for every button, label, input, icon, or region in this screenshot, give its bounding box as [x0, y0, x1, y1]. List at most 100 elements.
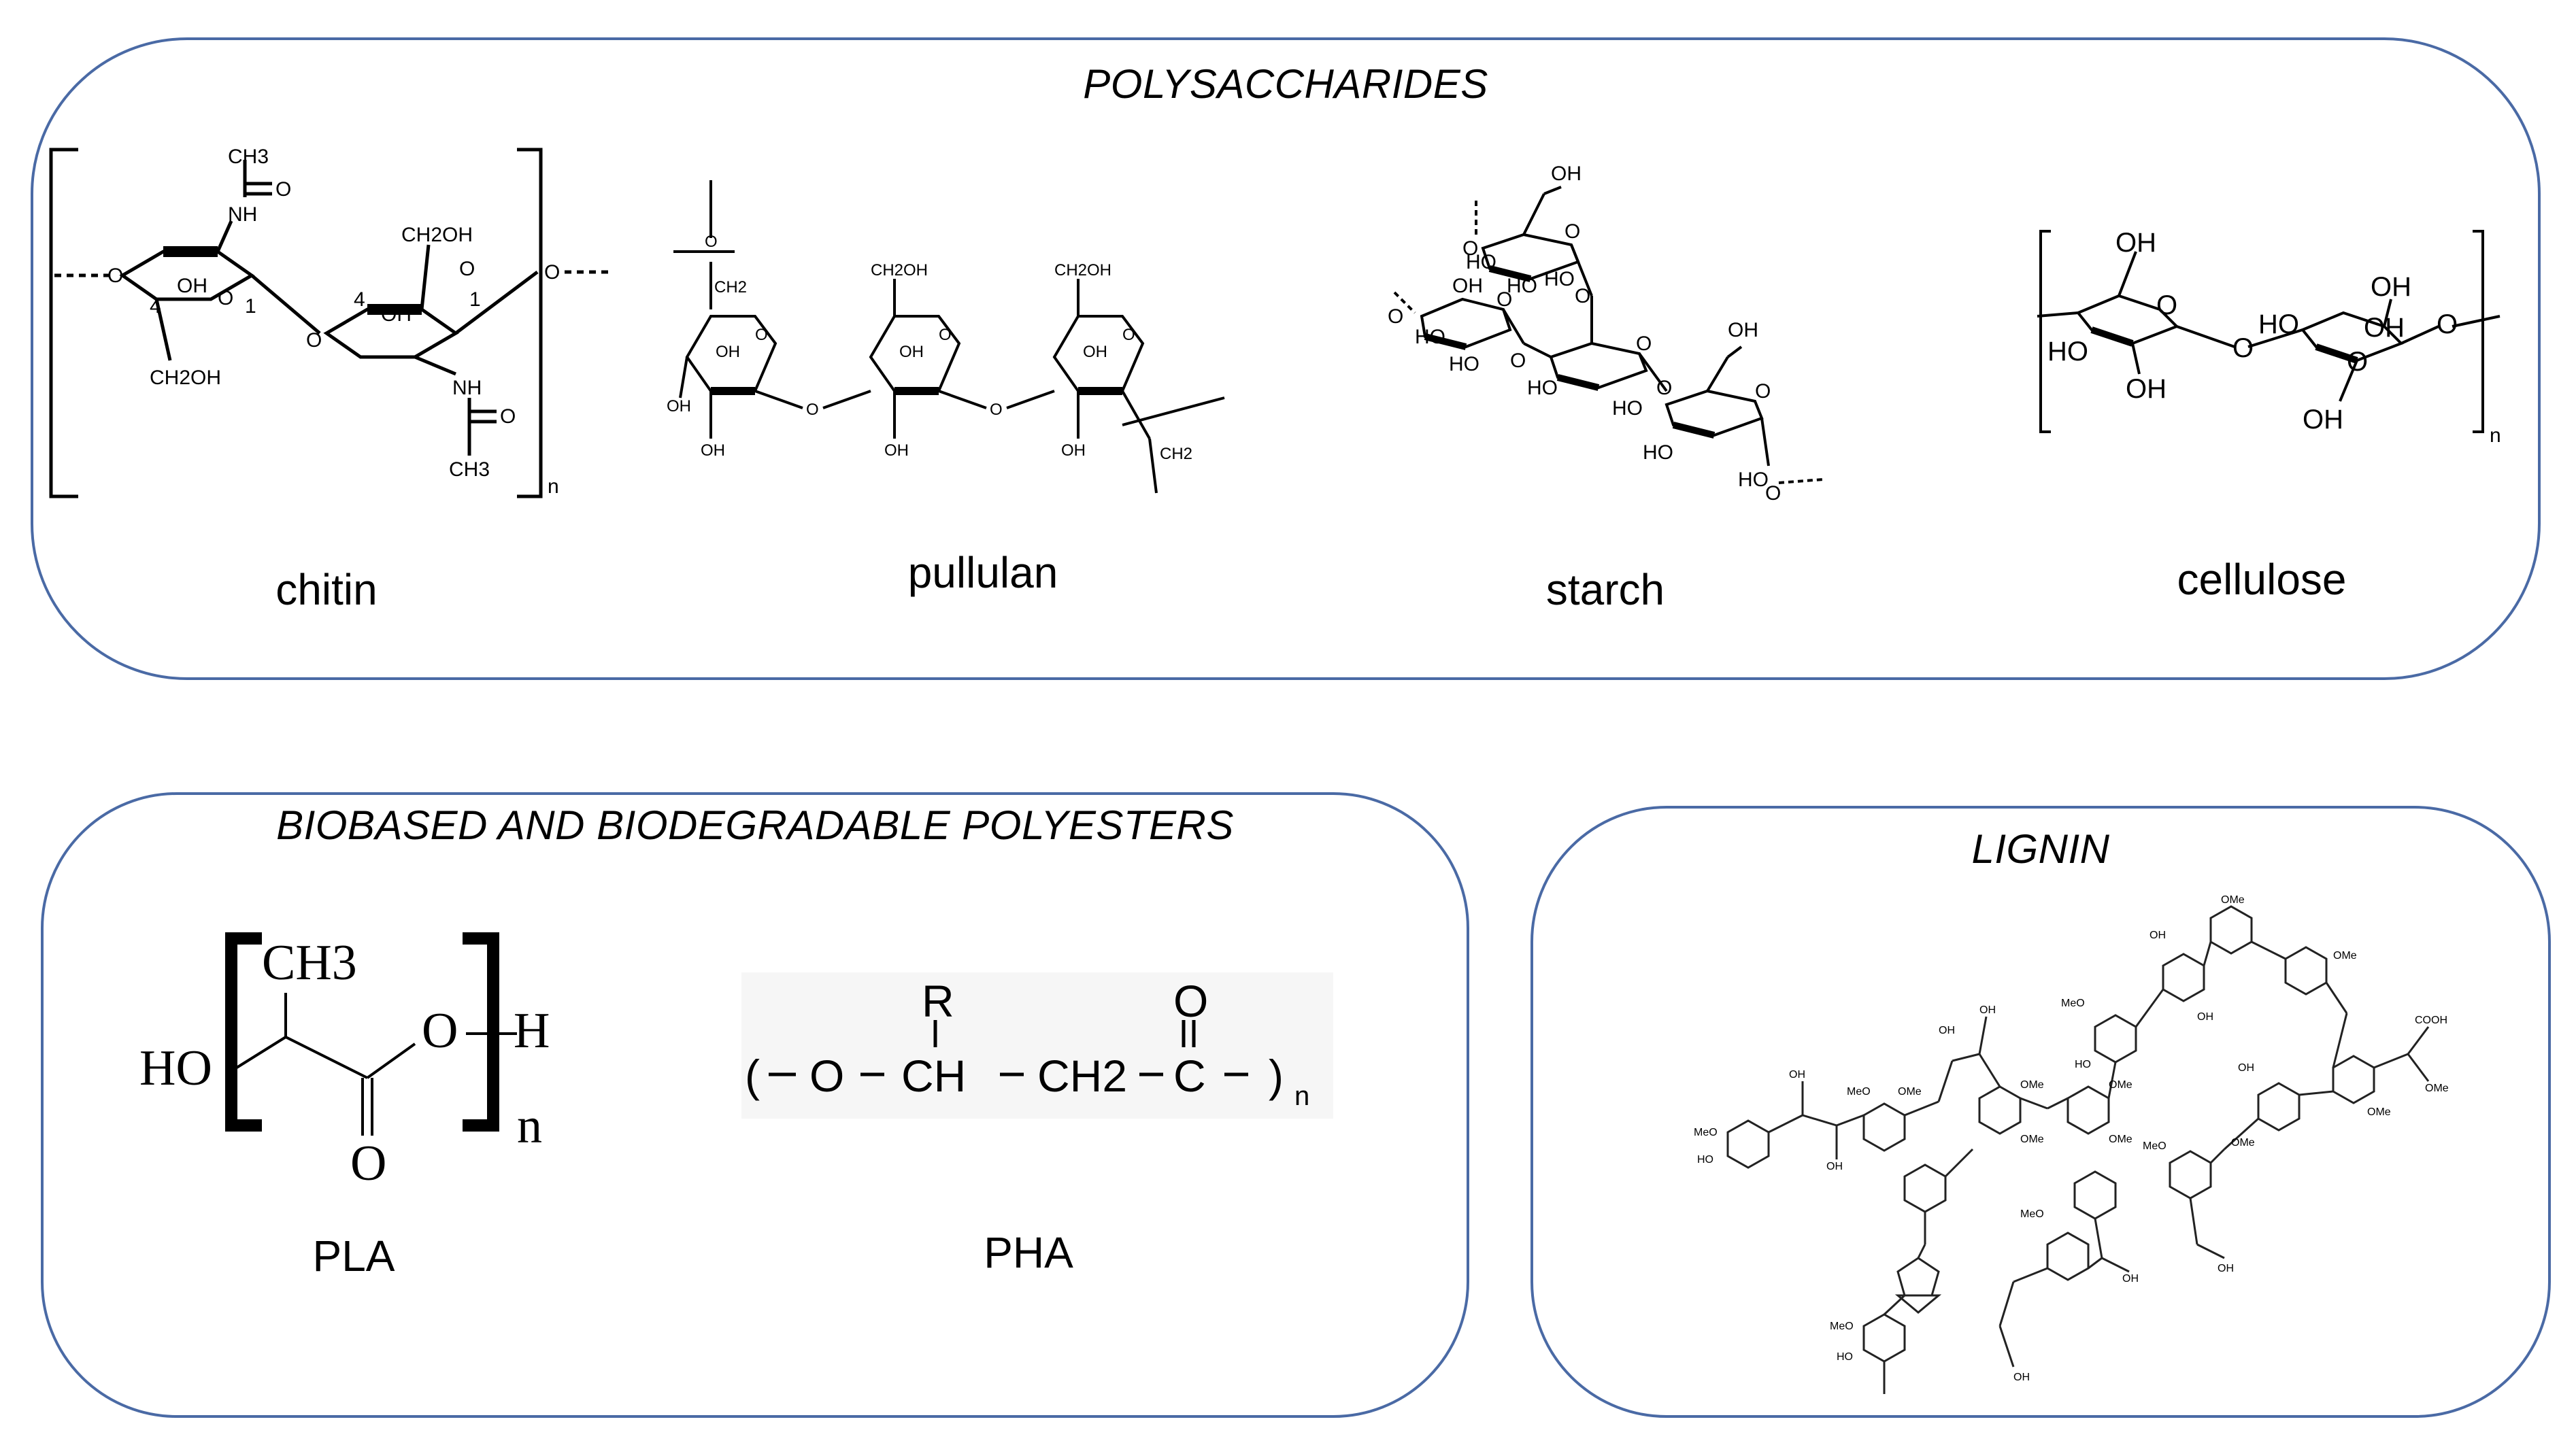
- lignin-ome-7: OMe: [2333, 950, 2357, 962]
- lignin-meo-3: MeO: [2061, 998, 2085, 1009]
- lignin-ome-10: OMe: [2231, 1137, 2255, 1149]
- chitin-c1-left: 1: [245, 295, 256, 318]
- pullulan-oh-1a: OH: [716, 343, 740, 361]
- chitin-c4-left: 4: [150, 295, 161, 318]
- pla-ch3: CH3: [262, 935, 357, 991]
- chitin-o-top: O: [275, 178, 291, 201]
- pullulan-o-ring2: O: [939, 326, 952, 344]
- lignin-oh-1: OH: [1789, 1069, 1805, 1081]
- starch-o-left: O: [1388, 305, 1403, 328]
- pha-ch2: CH2: [1037, 1051, 1127, 1101]
- starch-structure: OH O HO O HO HO O O OH O HO HO O O HO HO…: [1388, 163, 1824, 505]
- starch-o-4: O: [1656, 377, 1672, 399]
- lignin-oh-6: OH: [2197, 1011, 2213, 1023]
- pla-ho: HO: [139, 1040, 212, 1096]
- pullulan-ch2-bottom: CH2: [1160, 445, 1192, 463]
- cellulose-oh-5: OH: [2303, 405, 2343, 435]
- lignin-panel: LIGNIN: [1530, 806, 2551, 1418]
- starch-o-2: O: [1575, 285, 1590, 307]
- pha-o-carbonyl: O: [1173, 976, 1208, 1026]
- pha-paren-open: (: [745, 1051, 760, 1101]
- cellulose-oh-2: OH: [2126, 374, 2167, 404]
- chitin-o-ring2: O: [459, 258, 475, 280]
- lignin-ome-6: OMe: [2221, 894, 2245, 906]
- starch-ho-5: HO: [1449, 353, 1479, 375]
- lignin-structure: MeO HO OH OH MeO OMe OH OH OMe OMe OMe O…: [1694, 894, 2449, 1394]
- chitin-c1-right: 1: [469, 288, 481, 311]
- chitin-ch2oh-top: CH2OH: [401, 224, 473, 246]
- pullulan-o-link1: O: [806, 401, 819, 419]
- lignin-meo-4: MeO: [2143, 1140, 2167, 1152]
- lignin-oh-9: OH: [2122, 1273, 2139, 1285]
- pullulan-oh-2b: OH: [884, 441, 909, 460]
- chitin-o-link: O: [306, 329, 322, 352]
- pha-paren-close: ): [1269, 1051, 1284, 1101]
- pullulan-o-link2: O: [990, 401, 1003, 419]
- starch-ho-1: HO: [1466, 251, 1496, 273]
- lignin-ho-2: HO: [2075, 1059, 2091, 1070]
- pullulan-structure: O CH2 O OH OH OH O CH2OH O OH OH O CH2OH…: [667, 180, 1225, 494]
- pullulan-oh-3a: OH: [1083, 343, 1107, 361]
- chitin-o-left: O: [107, 265, 123, 287]
- starch-ho-4: HO: [1415, 326, 1445, 348]
- cellulose-oh-1: OH: [2115, 228, 2156, 258]
- pullulan-o-ring3: O: [1122, 326, 1135, 344]
- pha-structure: ( O R CH CH2 O C ) n: [741, 972, 1333, 1119]
- cellulose-o-link: O: [2232, 333, 2254, 363]
- starch-ho-7: HO: [1612, 397, 1643, 420]
- chitin-o-ring1: O: [218, 287, 233, 309]
- pla-o-carbonyl: O: [350, 1136, 386, 1191]
- chitin-nh-bottom: NH: [452, 377, 482, 399]
- lignin-oh-7: OH: [2238, 1062, 2254, 1074]
- starch-ho-2: HO: [1507, 275, 1537, 297]
- lignin-ome-8: OMe: [2425, 1083, 2449, 1094]
- starch-o-3: O: [1510, 350, 1526, 372]
- pha-o: O: [809, 1051, 844, 1101]
- cellulose-ho-2: HO: [2258, 309, 2299, 339]
- lignin-oh-5: OH: [2150, 930, 2166, 941]
- lignin-ome-5: OMe: [2109, 1134, 2132, 1145]
- starch-oh-1: OH: [1551, 163, 1582, 185]
- starch-o-top: O: [1462, 237, 1478, 260]
- lignin-ome-9: OMe: [2367, 1106, 2391, 1118]
- pla-n: n: [517, 1098, 542, 1154]
- pla-structure: CH3 HO O H O n: [139, 932, 550, 1191]
- starch-ho-9: HO: [1738, 469, 1769, 491]
- chitin-oh-right: OH: [381, 303, 412, 326]
- lignin-ome-4: OMe: [2109, 1079, 2132, 1091]
- pha-ch: CH: [901, 1051, 966, 1101]
- chitin-ch3-bottom: CH3: [449, 458, 490, 481]
- lignin-meo-5: MeO: [2020, 1208, 2044, 1220]
- lignin-oh-3: OH: [1939, 1025, 1955, 1036]
- panel-title-lignin: LIGNIN: [1971, 826, 2110, 872]
- cellulose-ho-1: HO: [2047, 337, 2088, 367]
- chitin-c4-right: 4: [354, 288, 365, 311]
- pullulan-oh-3b: OH: [1061, 441, 1086, 460]
- starch-o-1: O: [1565, 220, 1580, 243]
- label-cellulose: cellulose: [2177, 555, 2347, 604]
- lignin-oh-4: OH: [1979, 1004, 1996, 1016]
- cellulose-n: n: [2490, 424, 2501, 447]
- cellulose-oh-3: OH: [2371, 272, 2411, 302]
- pha-n: n: [1294, 1081, 1309, 1111]
- pullulan-oh-1c: OH: [701, 441, 725, 460]
- chitin-ch2oh-bottom: CH2OH: [150, 367, 221, 389]
- pullulan-ch2oh-3: CH2OH: [1054, 261, 1111, 279]
- cellulose-oh-4: OH: [2364, 313, 2405, 343]
- starch-ho-8: HO: [1643, 441, 1673, 464]
- chitin-oh-left: OH: [177, 275, 207, 297]
- lignin-ome-1: OMe: [1898, 1086, 1922, 1098]
- pullulan-ch2oh-2: CH2OH: [871, 261, 928, 279]
- cellulose-o-right: O: [2437, 309, 2458, 339]
- pullulan-oh-1b: OH: [667, 397, 691, 415]
- chitin-n: n: [548, 475, 559, 498]
- pullulan-o-ring1: O: [755, 326, 768, 344]
- cellulose-o-ring1: O: [2156, 290, 2177, 320]
- pla-h: H: [514, 1003, 550, 1059]
- lignin-oh-2: OH: [1826, 1161, 1843, 1172]
- panel-title-polyesters: BIOBASED AND BIODEGRADABLE POLYESTERS: [276, 802, 1234, 848]
- starch-ho-6: HO: [1527, 377, 1558, 399]
- label-chitin: chitin: [275, 565, 378, 614]
- lignin-meo-6: MeO: [1830, 1321, 1854, 1332]
- starch-oh-2: OH: [1452, 275, 1483, 297]
